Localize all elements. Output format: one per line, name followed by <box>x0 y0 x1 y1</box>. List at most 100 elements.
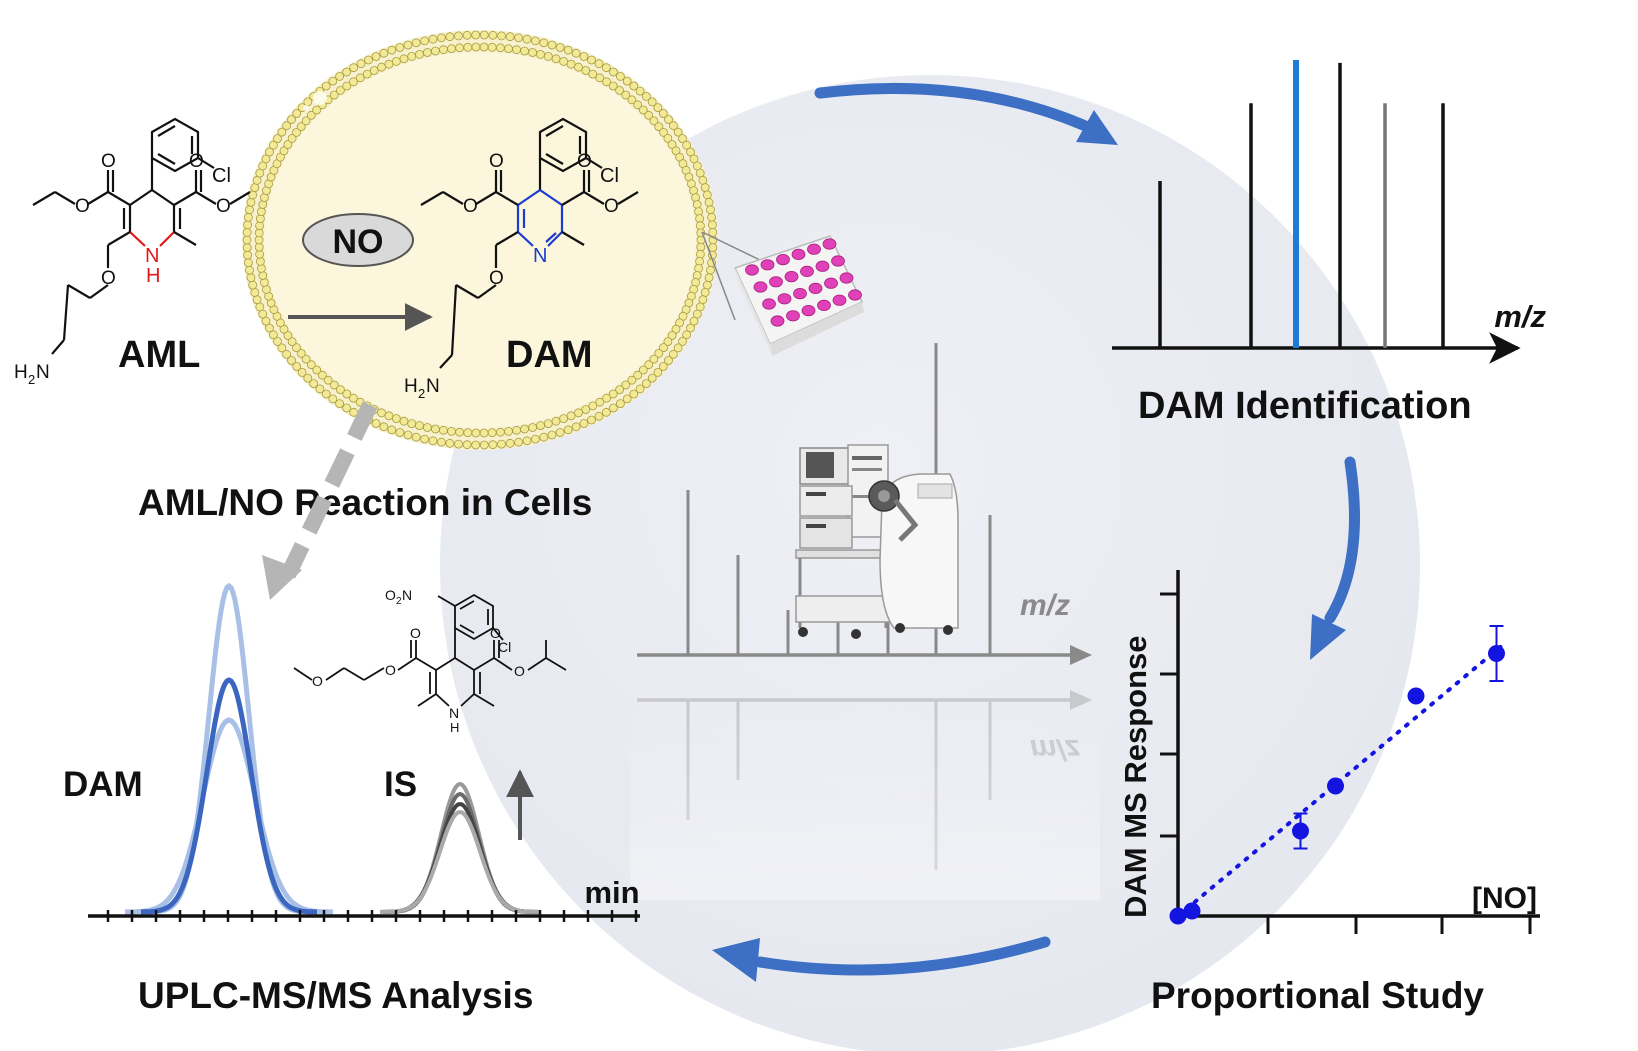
membrane-lipid-head <box>248 280 258 290</box>
membrane-lipid-head <box>555 43 565 52</box>
membrane-lipid-head <box>438 425 448 435</box>
membrane-lipid-head <box>403 40 413 50</box>
membrane-lipid-head <box>664 356 673 365</box>
aml-cl-atom: Cl <box>212 165 231 187</box>
membrane-lipid-head <box>638 105 648 115</box>
is-peak-trace <box>380 809 540 914</box>
membrane-lipid-head <box>287 337 297 347</box>
membrane-lipid-head <box>287 356 296 365</box>
membrane-lipid-head <box>682 140 691 150</box>
membrane-lipid-head <box>531 434 540 444</box>
membrane-lipid-head <box>627 375 637 385</box>
well <box>822 238 837 250</box>
well <box>786 310 800 322</box>
membrane-lipid-head <box>387 45 397 55</box>
membrane-lipid-head <box>335 385 345 395</box>
no-reagent-label: NO <box>333 223 384 261</box>
well <box>800 265 814 277</box>
well <box>776 254 790 266</box>
membrane-lipid-head <box>415 50 424 59</box>
well <box>753 281 768 293</box>
identification-caption: DAM Identification <box>1138 385 1472 427</box>
membrane-lipid-head <box>479 30 489 40</box>
aml-h2n-sub: 2 <box>28 372 35 387</box>
dam-o-atom-4: O <box>604 196 619 217</box>
membrane-lipid-head <box>635 86 645 96</box>
membrane-lipid-head <box>438 45 448 55</box>
membrane-lipid-head <box>689 154 699 164</box>
dam-o-atom-2: O <box>463 196 478 217</box>
membrane-lipid-head <box>265 323 274 333</box>
uplc-caption: UPLC-MS/MS Analysis <box>138 975 533 1016</box>
membrane-lipid-head <box>495 427 505 437</box>
membrane-lipid-head <box>594 411 604 421</box>
dam-peak-trace <box>148 582 310 915</box>
membrane-lipid-head <box>649 354 659 364</box>
membrane-lipid-head <box>608 81 618 91</box>
membrane-lipid-head <box>287 115 296 124</box>
membrane-lipid-head <box>595 73 605 83</box>
membrane-lipid-head <box>252 295 262 305</box>
membrane-lipid-head <box>635 384 645 394</box>
membrane-lipid-head <box>384 59 394 69</box>
membrane-lipid-head <box>277 127 287 137</box>
aml-structure <box>32 117 251 355</box>
membrane-lipid-head <box>543 419 553 429</box>
membrane-lipid-head <box>667 140 677 149</box>
membrane-lipid-head <box>647 97 657 107</box>
membrane-lipid-head <box>255 249 265 259</box>
membrane-lipid-head <box>250 183 260 193</box>
membrane-lipid-head <box>422 423 432 432</box>
center-axis-label: m/z <box>1020 589 1070 622</box>
membrane-lipid-head <box>663 133 673 143</box>
membrane-lipid-head <box>315 384 325 394</box>
membrane-lipid-head <box>682 330 691 340</box>
well <box>815 260 830 272</box>
membrane-lipid-head <box>292 127 301 137</box>
membrane-lipid-head <box>362 69 372 79</box>
dam-cl-atom: Cl <box>600 165 619 187</box>
membrane-lipid-head <box>579 419 589 428</box>
membrane-lipid-head <box>399 416 409 426</box>
membrane-lipid-head <box>700 287 710 297</box>
membrane-lipid-head <box>335 399 345 409</box>
membrane-lipid-head <box>671 324 681 334</box>
membrane-lipid-head <box>487 42 497 52</box>
membrane-lipid-head <box>686 323 695 333</box>
well <box>832 294 847 306</box>
membrane-lipid-head <box>455 427 465 437</box>
aml-o-atom-3: O <box>189 151 204 172</box>
membrane-lipid-head <box>654 348 664 358</box>
membrane-lipid-head <box>428 34 438 44</box>
well <box>807 243 821 255</box>
membrane-lipid-head <box>296 348 306 358</box>
membrane-lipid-head <box>622 394 632 404</box>
membrane-lipid-head <box>243 220 253 230</box>
membrane-lipid-head <box>514 437 523 447</box>
membrane-lipid-head <box>463 428 473 438</box>
membrane-lipid-head <box>566 59 576 69</box>
well <box>777 293 792 305</box>
membrane-lipid-head <box>252 175 262 185</box>
membrane-lipid-head <box>581 405 591 414</box>
membrane-lipid-head <box>407 52 417 61</box>
membrane-lipid-head <box>312 365 322 375</box>
membrane-lipid-head <box>463 42 473 52</box>
membrane-lipid-head <box>551 54 561 64</box>
membrane-lipid-head <box>268 330 278 340</box>
membrane-lipid-head <box>243 258 253 268</box>
membrane-lipid-head <box>403 430 413 440</box>
membrane-lipid-head <box>430 424 440 434</box>
membrane-lipid-head <box>250 287 260 297</box>
proportional-chart: [NO] DAM MS Response Proportional Study <box>1118 570 1540 1016</box>
membrane-lipid-head <box>602 77 611 87</box>
data-point <box>1327 777 1344 795</box>
membrane-lipid-head <box>282 121 292 131</box>
cell-membrane-icon <box>242 30 718 450</box>
aml-o-atom-1: O <box>101 151 116 172</box>
membrane-lipid-head <box>258 309 268 319</box>
membrane-lipid-head <box>664 115 673 124</box>
membrane-lipid-head <box>698 175 708 185</box>
membrane-lipid-head <box>455 43 465 53</box>
membrane-lipid-head <box>328 76 338 86</box>
